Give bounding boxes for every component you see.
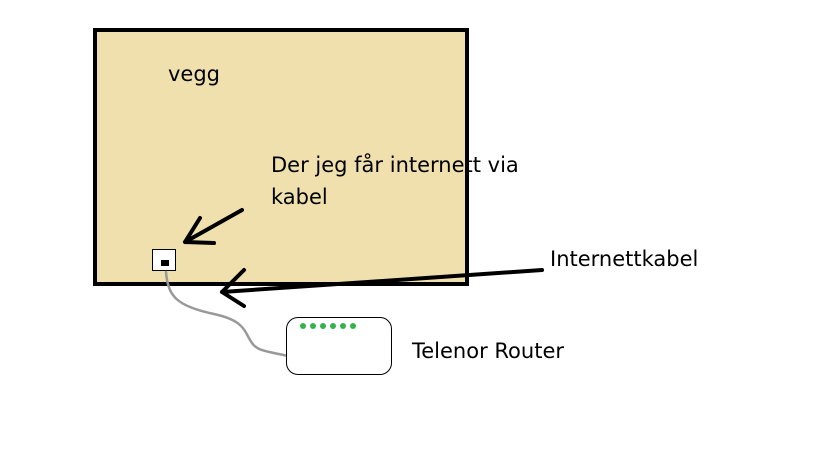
- router-led: [310, 323, 316, 329]
- router-box: [286, 317, 392, 375]
- cable-arrow: [220, 268, 544, 308]
- wall-label: vegg: [168, 62, 221, 86]
- socket-label: Der jeg får internett via kabel: [271, 153, 519, 209]
- router-led: [340, 323, 346, 329]
- router-led: [300, 323, 306, 329]
- cable-label: Internettkabel: [550, 247, 699, 271]
- socket-arrow: [183, 208, 244, 245]
- router-led: [350, 323, 356, 329]
- router-leds: [300, 323, 356, 329]
- router-led: [320, 323, 326, 329]
- socket-port: [161, 260, 169, 266]
- router-label: Telenor Router: [412, 339, 564, 363]
- router-cable: [164, 270, 290, 358]
- wall: [93, 28, 469, 286]
- wall-socket: [152, 249, 176, 271]
- router-led: [330, 323, 336, 329]
